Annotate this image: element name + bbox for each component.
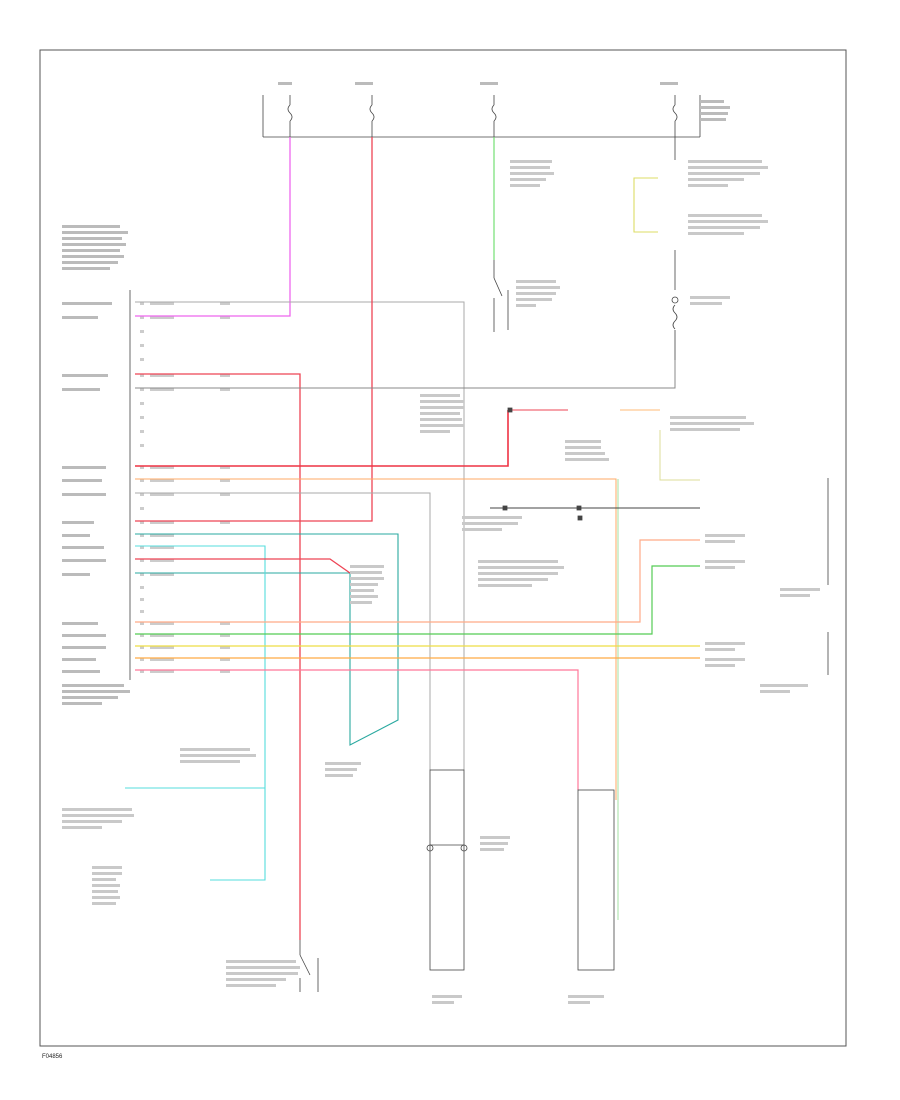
wire-orange-pin18 — [135, 478, 617, 800]
wire-grey-1 — [135, 301, 465, 770]
top-label-marks — [278, 82, 730, 121]
wire-red-fuse2 — [135, 137, 373, 522]
fuse-4 — [672, 95, 678, 137]
fuse-2 — [369, 95, 375, 137]
wire-red-pin10 — [135, 373, 301, 940]
diagram-frame — [39, 49, 847, 1047]
fuse-group — [287, 95, 678, 137]
wire-green-pin31 — [135, 565, 700, 635]
wire-orange-pin30 — [135, 539, 700, 623]
wire-red-pin17 — [135, 410, 509, 467]
figure-code: F04856 — [42, 1054, 63, 1060]
wire-red-pin34 — [135, 669, 579, 790]
wire-grey-pin19 — [135, 492, 431, 770]
power-bus — [262, 95, 701, 138]
component-labels — [62, 160, 820, 1004]
wire-yellow-right — [633, 177, 658, 233]
wire-grey-pin11 — [135, 360, 676, 389]
wire-red-pin24 — [135, 558, 351, 574]
wire-teal-pin22 — [135, 533, 399, 746]
left-module — [62, 225, 230, 705]
wire-yellow-relay — [659, 430, 700, 481]
fuse-3 — [491, 95, 497, 137]
right-components — [299, 137, 829, 992]
wire-pink-1 — [135, 137, 291, 317]
wire-cyan-pin23 — [135, 545, 266, 881]
fuse-1 — [287, 95, 293, 137]
